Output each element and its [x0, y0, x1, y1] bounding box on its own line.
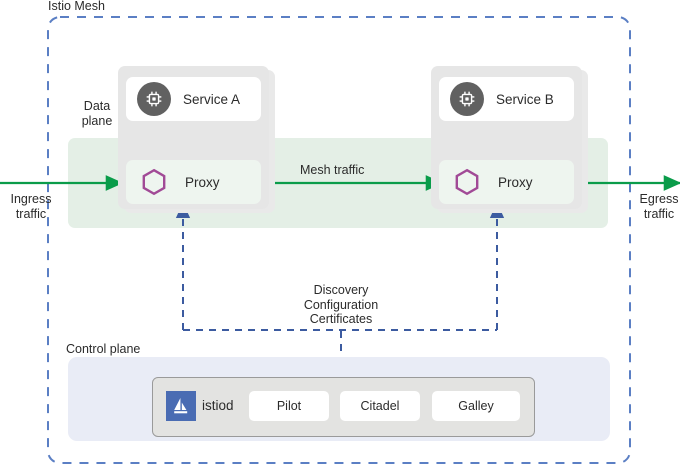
istiod-label: istiod	[202, 398, 234, 413]
cpu-chip-icon	[450, 82, 484, 116]
service-b-label: Service B	[496, 91, 554, 107]
egress-traffic-label: Egress traffic	[639, 192, 679, 221]
hexagon-icon	[450, 165, 484, 199]
control-plane-component-citadel[interactable]: Citadel	[340, 391, 420, 421]
istio-sailboat-icon	[166, 391, 196, 421]
control-plane-label: Control plane	[66, 342, 141, 356]
control-plane-component-pilot[interactable]: Pilot	[249, 391, 329, 421]
proxy-b-card[interactable]: Proxy	[439, 160, 574, 204]
proxy-a-card[interactable]: Proxy	[126, 160, 261, 204]
service-b-card[interactable]: Service B	[439, 77, 574, 121]
proxy-b-label: Proxy	[498, 174, 533, 190]
hexagon-icon	[137, 165, 171, 199]
mesh-boundary	[47, 16, 631, 464]
control-plane-component-galley[interactable]: Galley	[432, 391, 520, 421]
mesh-traffic-label: Mesh traffic	[300, 163, 365, 177]
discovery-configuration-certificates-label: Discovery Configuration Certificates	[303, 283, 379, 326]
data-plane-label: Data plane	[81, 99, 113, 128]
service-a-card[interactable]: Service A	[126, 77, 261, 121]
proxy-a-label: Proxy	[185, 174, 220, 190]
cpu-chip-icon	[137, 82, 171, 116]
service-a-label: Service A	[183, 91, 241, 107]
ingress-traffic-label: Ingress traffic	[10, 192, 52, 221]
mesh-title-label: Istio Mesh	[48, 0, 105, 13]
